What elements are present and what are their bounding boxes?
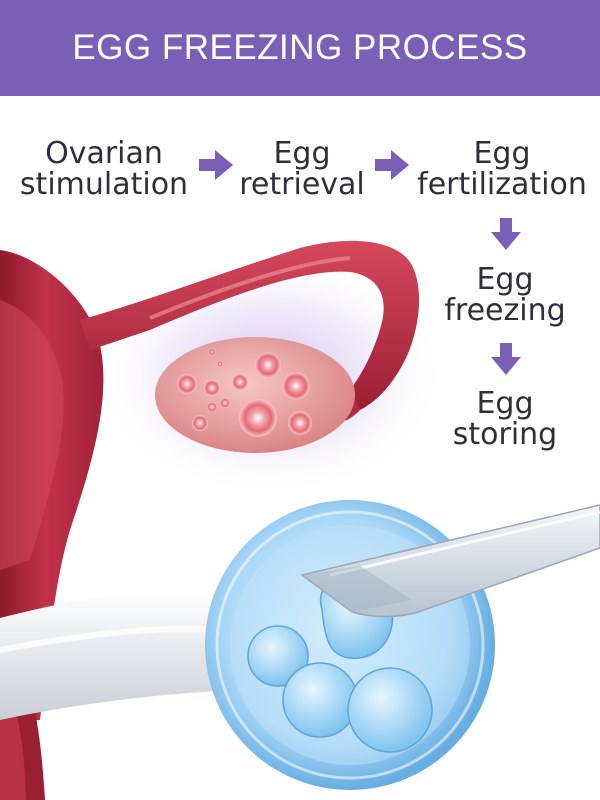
arrow-right-icon [375, 150, 409, 180]
step-egg-storing: Egg storing [452, 386, 558, 452]
ovary-follicles [177, 349, 312, 437]
fallopian-tube [80, 240, 420, 410]
page-title: EGG FREEZING PROCESS [72, 28, 528, 67]
step-egg-retrieval: Egg retrieval [239, 136, 365, 202]
embryo-cells [247, 576, 433, 753]
step-egg-freezing: Egg freezing [444, 262, 566, 328]
arrow-right-icon [199, 150, 233, 180]
reproductive-illustration [0, 240, 600, 800]
title-banner: EGG FREEZING PROCESS [0, 0, 600, 96]
arrow-down-icon [491, 218, 521, 250]
step-egg-fertilization: Egg fertilization [417, 136, 587, 202]
step-ovarian-stimulation: Ovarian stimulation [19, 136, 189, 202]
holding-pipette [0, 590, 256, 720]
arrow-down-icon [491, 343, 521, 375]
